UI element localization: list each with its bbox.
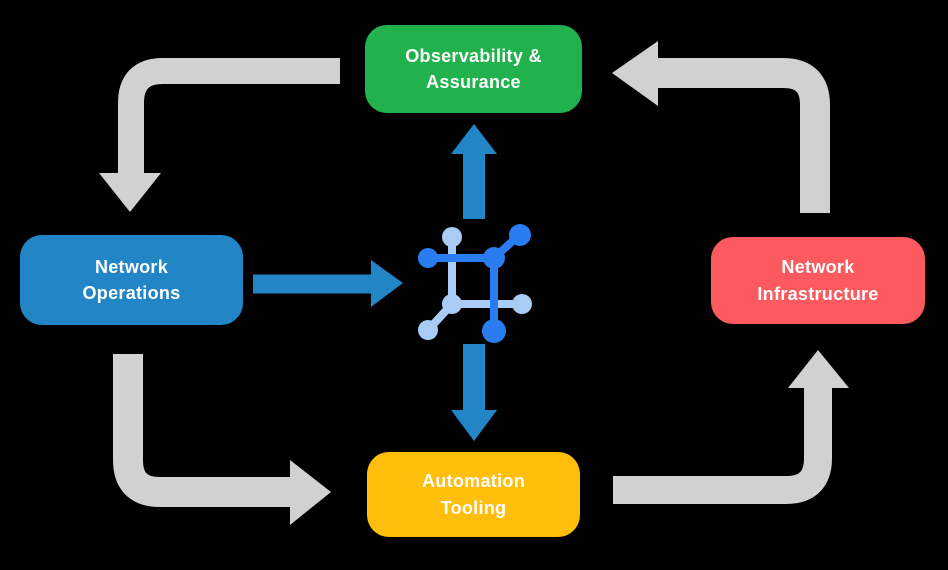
node-network-infrastructure: Network Infrastructure <box>711 237 925 324</box>
arrow-head <box>99 173 161 212</box>
node-observability-assurance-label: Observability & Assurance <box>405 45 542 92</box>
node-network-operations: Network Operations <box>20 235 243 325</box>
arrow-infrastructure-to-observability <box>612 41 830 213</box>
node-automation-tooling-label: Automation Tooling <box>422 471 525 518</box>
arrow-head <box>612 41 658 106</box>
arrow-operations-to-center <box>253 260 403 307</box>
arrow-shaft <box>118 58 340 176</box>
arrow-operations-to-tooling <box>113 354 331 525</box>
node-network-operations-label: Network Operations <box>82 256 181 303</box>
node-observability-assurance: Observability & Assurance <box>365 25 582 113</box>
arrow-head <box>371 260 403 307</box>
node-network-infrastructure-label: Network Infrastructure <box>757 257 879 304</box>
arrow-head <box>788 350 849 388</box>
arrow-tooling-to-infrastructure <box>613 350 849 504</box>
network-chip-icon <box>418 224 532 343</box>
arrow-shaft <box>656 58 830 213</box>
arrow-center-to-tooling <box>451 344 497 441</box>
arrow-head <box>290 460 331 525</box>
node-automation-tooling: Automation Tooling <box>367 452 580 537</box>
arrow-head <box>451 124 497 154</box>
arrow-observability-to-operations <box>99 58 340 212</box>
arrow-shaft <box>113 354 292 507</box>
network-chip-icon-dark-dots <box>418 224 531 343</box>
arrow-head <box>451 410 497 441</box>
arrow-shaft <box>613 386 832 504</box>
arrow-center-to-observability <box>451 124 497 219</box>
network-chip-icon-light-dots <box>418 227 532 340</box>
